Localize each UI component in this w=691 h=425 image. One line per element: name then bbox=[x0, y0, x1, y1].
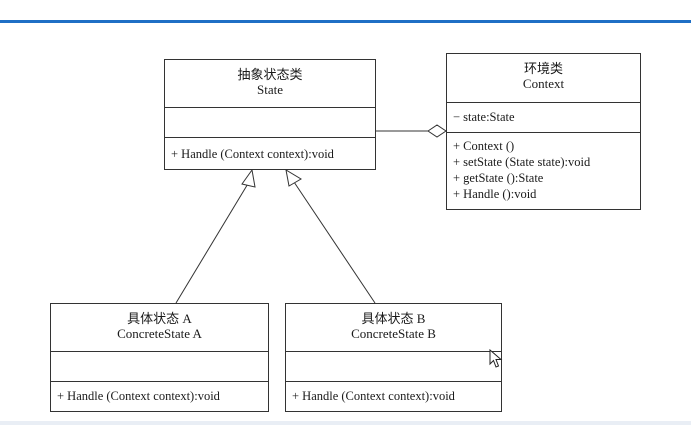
mouse-cursor-icon bbox=[489, 349, 503, 368]
state-class-attributes-compartment bbox=[165, 107, 375, 137]
concrete-state-b-box: 具体状态 B ConcreteState B + Handle (Context… bbox=[285, 303, 502, 412]
concrete-state-b-operation: + Handle (Context context):void bbox=[292, 389, 455, 403]
generalization-line-b bbox=[293, 181, 376, 304]
context-class-operation: + getState ():State bbox=[453, 171, 544, 185]
state-class-box: 抽象状态类 State + Handle (Context context):v… bbox=[164, 59, 376, 170]
state-class-operation: + Handle (Context context):void bbox=[171, 147, 334, 161]
context-class-name-cn: 环境类 bbox=[523, 61, 563, 76]
concrete-state-b-name-cn: 具体状态 B bbox=[361, 311, 426, 326]
concrete-state-a-attributes-compartment bbox=[51, 351, 268, 381]
context-class-operation: + setState (State state):void bbox=[453, 155, 591, 169]
context-class-operation: + Context () bbox=[453, 139, 515, 153]
generalization-arrowhead-b bbox=[285, 168, 302, 187]
context-class-attributes-compartment: − state:State bbox=[447, 102, 640, 132]
concrete-state-a-box: 具体状态 A ConcreteState A + Handle (Context… bbox=[50, 303, 269, 412]
generalization-arrowhead-a bbox=[241, 168, 256, 188]
context-class-attribute: − state:State bbox=[453, 110, 515, 124]
context-class-box: 环境类 Context − state:State + Context () +… bbox=[446, 53, 641, 210]
generalization-line-a bbox=[175, 181, 250, 304]
aggregation-diamond bbox=[427, 124, 447, 138]
state-class-operations-compartment: + Handle (Context context):void bbox=[165, 137, 375, 169]
context-class-operation: + Handle ():void bbox=[453, 187, 537, 201]
concrete-state-b-attributes-compartment bbox=[286, 351, 501, 381]
concrete-state-b-name-compartment: 具体状态 B ConcreteState B bbox=[286, 304, 501, 351]
context-class-operations-compartment: + Context () + setState (State state):vo… bbox=[447, 132, 640, 202]
bottom-edge-strip bbox=[0, 421, 691, 425]
concrete-state-a-name-compartment: 具体状态 A ConcreteState A bbox=[51, 304, 268, 351]
top-accent-bar bbox=[0, 0, 691, 23]
state-class-name-cn: 抽象状态类 bbox=[237, 67, 303, 82]
context-class-name-compartment: 环境类 Context bbox=[447, 54, 640, 102]
concrete-state-b-name-en: ConcreteState B bbox=[351, 326, 436, 341]
concrete-state-a-operation: + Handle (Context context):void bbox=[57, 389, 220, 403]
context-class-name-en: Context bbox=[522, 76, 565, 91]
concrete-state-a-name-cn: 具体状态 A bbox=[127, 311, 192, 326]
state-class-name-compartment: 抽象状态类 State bbox=[165, 60, 375, 107]
concrete-state-b-operations-compartment: + Handle (Context context):void bbox=[286, 381, 501, 411]
concrete-state-a-name-en: ConcreteState A bbox=[117, 326, 202, 341]
concrete-state-a-operations-compartment: + Handle (Context context):void bbox=[51, 381, 268, 411]
state-class-name-en: State bbox=[257, 82, 283, 97]
